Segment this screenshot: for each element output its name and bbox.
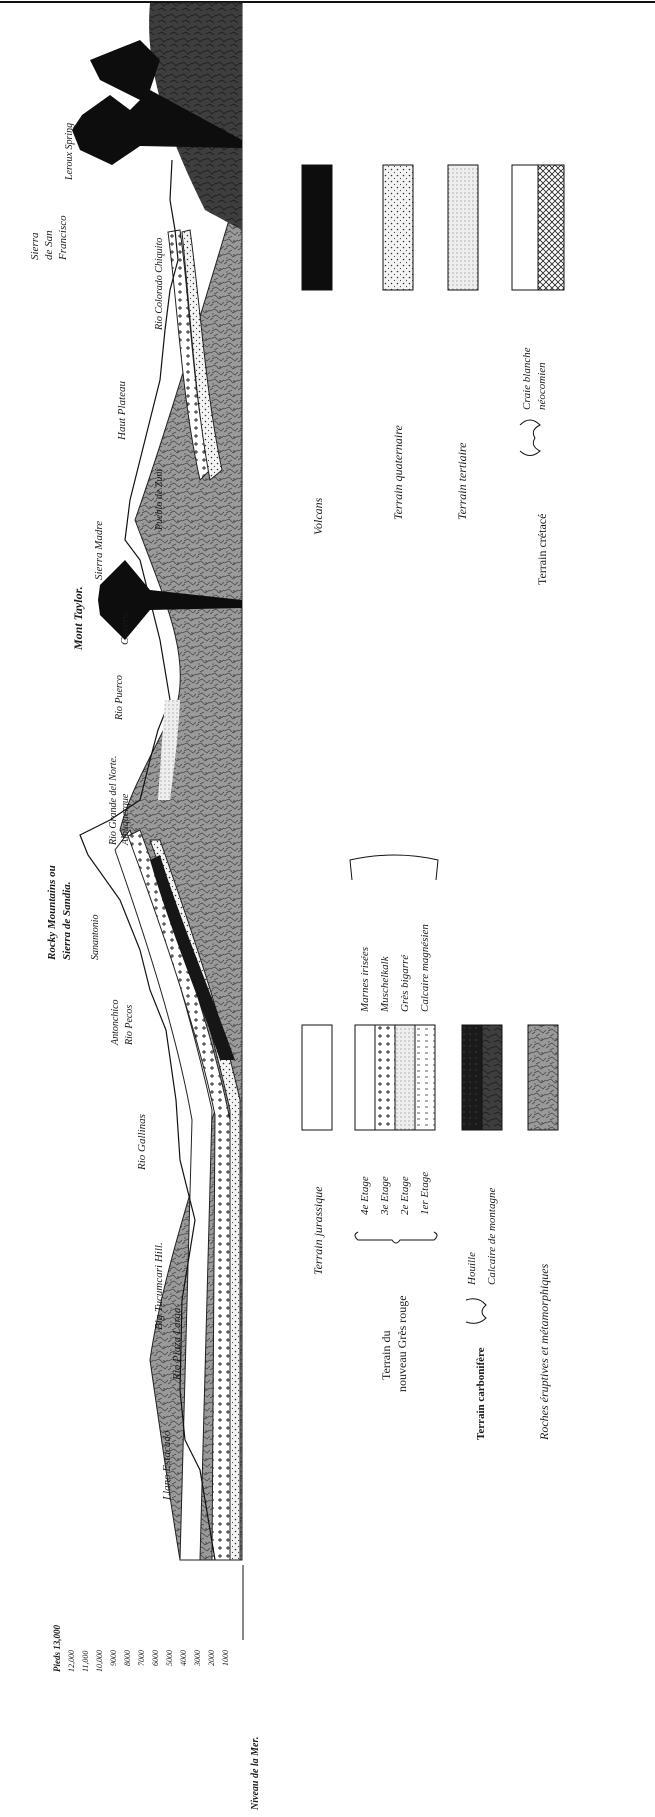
legend-label-volcans: Volcans [311, 497, 325, 535]
scale-tick: 9000 [109, 1650, 118, 1666]
place-rio-plaza-larga: Rio Plaza Larga [171, 1307, 183, 1381]
legend-label-houille: Houille [466, 1252, 478, 1286]
scale-tick: 7000 [137, 1650, 146, 1666]
legend-label-quaternaire: Terrain quaternaire [391, 425, 405, 520]
legend-label-carbonifere: Terrain carbonifère [475, 1347, 487, 1440]
legend-label-etage3: 3e Etage [379, 1176, 391, 1216]
legend-swatch-etage3 [375, 1025, 395, 1130]
place-tucumcari-hill: Big Tucumcari Hill. [153, 1242, 165, 1330]
legend-label-roches: Roches éruptives et métamorphiques [537, 1263, 551, 1441]
sea-level-label: Niveau de la Mer. [250, 1737, 261, 1811]
place-albuquerque: Albuquerque [120, 793, 131, 846]
place-mont-taylor: Mont Taylor. [71, 586, 85, 651]
legend-label-jurassique: Terrain jurassique [311, 1186, 325, 1275]
place-rio-grande-norte: Rio Grande del Norte. [108, 756, 119, 846]
scale-tick: 8000 [123, 1650, 132, 1666]
scale-tick: 12,000 [67, 1650, 76, 1672]
scale-tick: 6000 [151, 1650, 160, 1666]
place-san-antonio: Sanantonio [90, 914, 101, 960]
scale-tick: 5000 [165, 1650, 174, 1666]
legend-label-etage2: 2e Etage [399, 1176, 411, 1215]
legend-label-craie: Craie blanche [521, 347, 533, 410]
legend-label-gres-2: nouveau Grès rouge [395, 1295, 409, 1392]
place-covero: Covero [119, 613, 131, 645]
legend-label-gres-bigarre: Grès bigarré [399, 954, 411, 1012]
legend-swatch-quaternaire [383, 165, 413, 290]
scale-tick: 4000 [179, 1650, 188, 1666]
legend-label-gres-1: Terrain du [379, 1331, 393, 1380]
legend-swatch-neocomien [538, 165, 564, 290]
place-sierra-sandia: Sierra de Sandia. [61, 881, 73, 960]
place-sierra-sf-1: Sierra [29, 232, 41, 260]
legend-swatch-craie [512, 165, 538, 290]
scale-label: Pieds 13,000 [52, 1625, 62, 1672]
scale-tick: 11,000 [81, 1651, 90, 1672]
place-pueblo-de-zuni: Pueblo de Zuni [154, 469, 165, 531]
legend-swatch-calcaire-montagne [482, 1025, 502, 1130]
place-leroux-spring: Leroux Spring [64, 123, 75, 181]
place-sierra-sf-2: de San [43, 230, 55, 260]
legend-swatch-etage1 [415, 1025, 435, 1130]
scale-tick: 10,000 [95, 1650, 104, 1672]
legend-swatch-etage4 [355, 1025, 375, 1130]
legend-brace-gres-right [350, 855, 438, 880]
legend-label-etage4: 4e Etage [359, 1176, 371, 1215]
legend-label-calcaire-montagne: Calcaire de montagne [486, 1188, 498, 1285]
place-rio-gallinas: Rio Gallinas [136, 1114, 148, 1171]
place-rocky-mountains: Rocky Mountains ou [46, 865, 58, 961]
legend-swatch-jurassique [302, 1025, 332, 1130]
place-rio-puerco: Rio Puerco [114, 675, 125, 721]
place-rio-colorado-chiquito: Rio Colorado Chiquito [154, 238, 165, 331]
legend-label-etage1: 1er Etage [419, 1172, 431, 1215]
legend-label-muschelkalk: Muschelkalk [379, 955, 391, 1013]
legend-label-cretace: Terrain crétacé [535, 514, 549, 585]
scale-tick: 3000 [193, 1650, 202, 1667]
legend-brace-carbonifere [466, 1299, 486, 1324]
place-sierra-madre: Sierra Madre [93, 521, 105, 580]
legend-brace-cretace [520, 420, 540, 456]
legend-swatch-houille [462, 1025, 482, 1130]
legend-label-tertiaire: Terrain tertiaire [455, 442, 469, 520]
place-anton-chico: Antonchico [110, 999, 121, 1046]
legend-swatch-tertiaire [448, 165, 478, 290]
legend-swatch-roches [528, 1025, 558, 1130]
place-sierra-sf-3: Francisco [57, 215, 69, 261]
legend-swatch-etage2 [395, 1025, 415, 1130]
scale-tick: 2000 [207, 1650, 216, 1666]
legend-label-calcaire-mag: Calcaire magnésien [419, 924, 431, 1012]
place-rio-pecos: Rio Pecos [124, 1005, 135, 1046]
place-llano-estacado: Llano Estacado [161, 1430, 173, 1501]
legend-label-marnes: Marnes irisées [359, 947, 371, 1013]
legend-label-neocomien: néocomien [536, 362, 548, 410]
scale-tick: 1000 [221, 1650, 230, 1666]
legend-swatch-volcans [302, 165, 332, 290]
place-haut-plateau: Haut Plateau [116, 381, 128, 441]
legend-brace-gres-left [355, 1232, 437, 1243]
